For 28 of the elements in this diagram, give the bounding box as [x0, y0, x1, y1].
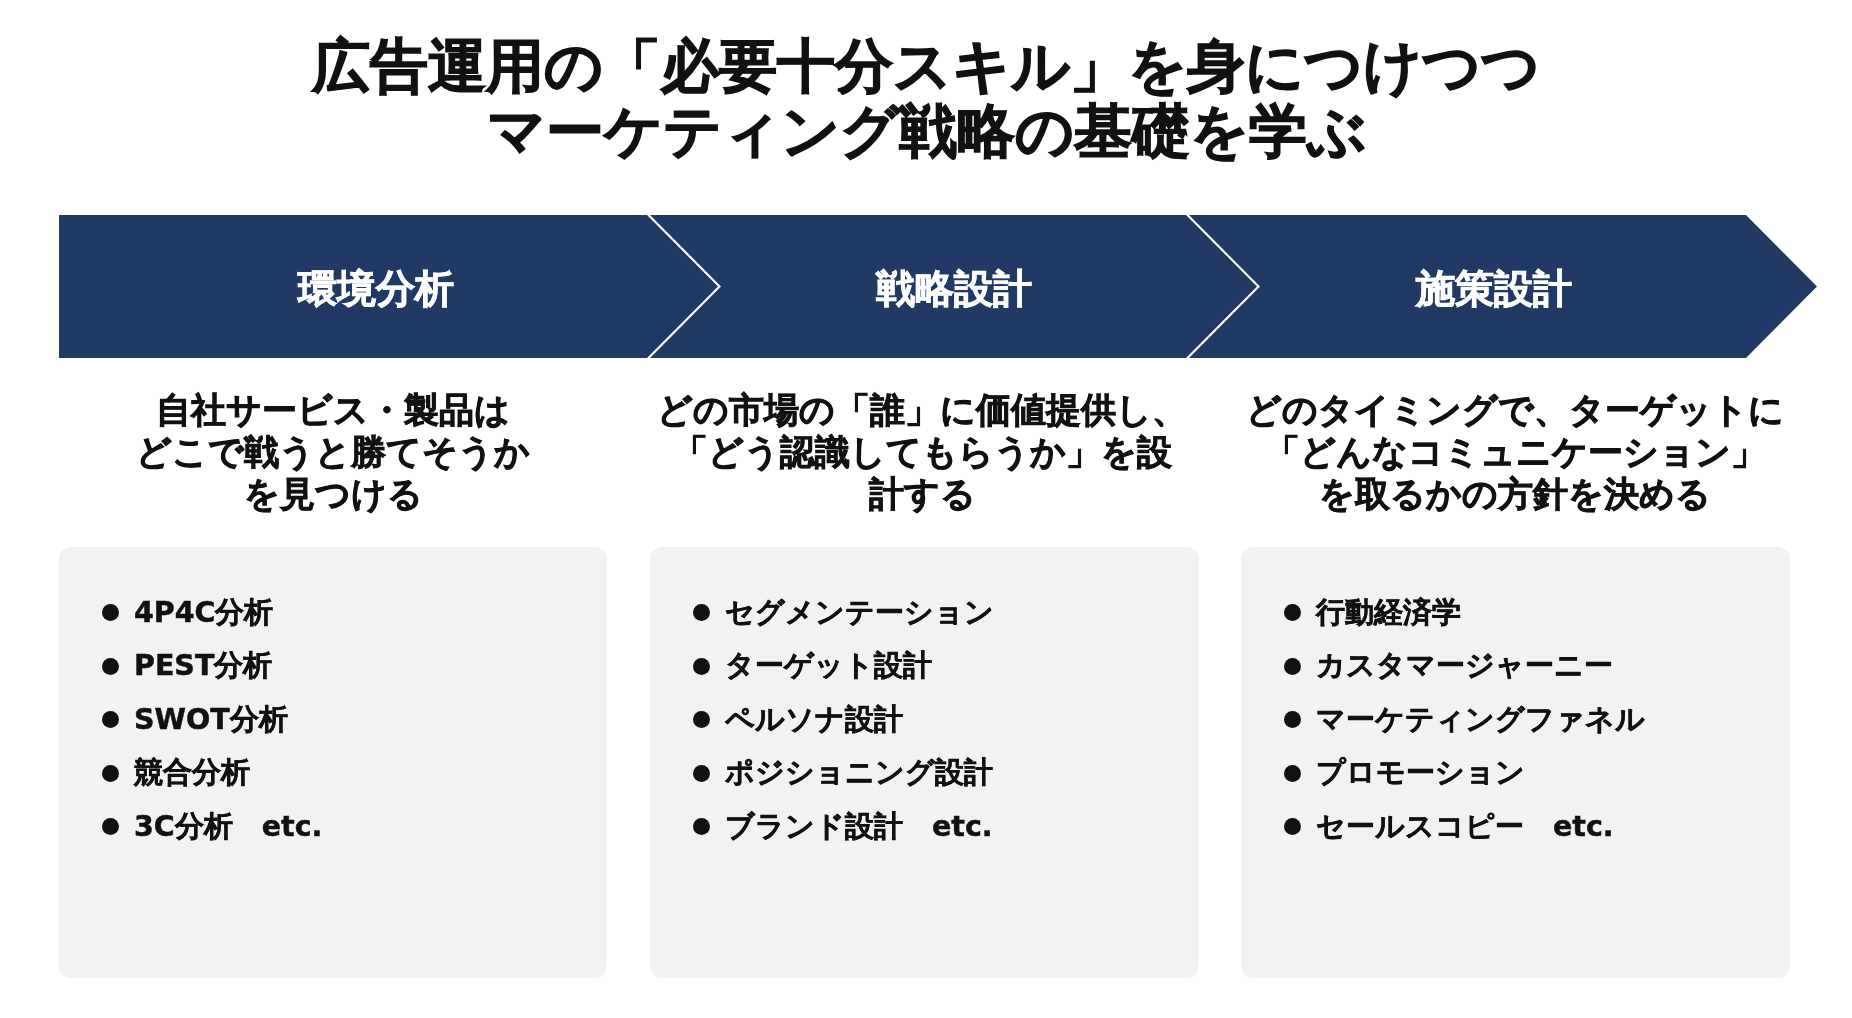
list-panel	[1241, 547, 1790, 978]
list-panel	[650, 547, 1199, 978]
list-panel	[59, 547, 607, 978]
list-item-text: 競合分析	[134, 755, 250, 792]
list-item-text: ターゲット設計	[725, 648, 932, 685]
step-label: 環境分析	[298, 265, 454, 312]
process-step	[650, 215, 1257, 358]
process-step	[59, 215, 718, 358]
list-item-text: PEST分析	[134, 648, 273, 685]
step-label: 戦略設計	[876, 265, 1032, 312]
phase-description: どのタイミングで、ターゲットに「どんなコミュニケーション」を取るかの方針を決める	[1246, 389, 1784, 515]
list-item-text: プロモーション	[1316, 755, 1525, 792]
diagram-title: 広告運用の「必要十分スキル」を身につけつつマーケティング戦略の基礎を学ぶ	[312, 34, 1540, 164]
phase-description: 自社サービス・製品はどこで戦うと勝てそうかを見つける	[136, 389, 530, 515]
list-item-text: マーケティングファネル	[1316, 701, 1645, 738]
list-item-text: SWOT分析	[134, 701, 288, 738]
phase-description: どの市場の「誰」に価値提供し、「どう認識してもらうか」を設計する	[657, 389, 1187, 515]
list-item-text: セグメンテーション	[725, 594, 994, 631]
process-step	[1189, 215, 1817, 358]
list-item-text: 行動経済学	[1316, 594, 1461, 631]
list-item-text: ペルソナ設計	[725, 701, 903, 738]
list-item-text: ポジショニング設計	[725, 755, 993, 792]
list-item-text: ブランド設計 etc.	[725, 808, 993, 845]
list-item-text: セールスコピー etc.	[1316, 808, 1614, 845]
step-label: 施策設計	[1416, 265, 1572, 312]
list-item-text: カスタマージャーニー	[1316, 648, 1613, 685]
list-item-text: 3C分析 etc.	[134, 808, 323, 845]
list-item-text: 4P4C分析	[134, 594, 274, 631]
